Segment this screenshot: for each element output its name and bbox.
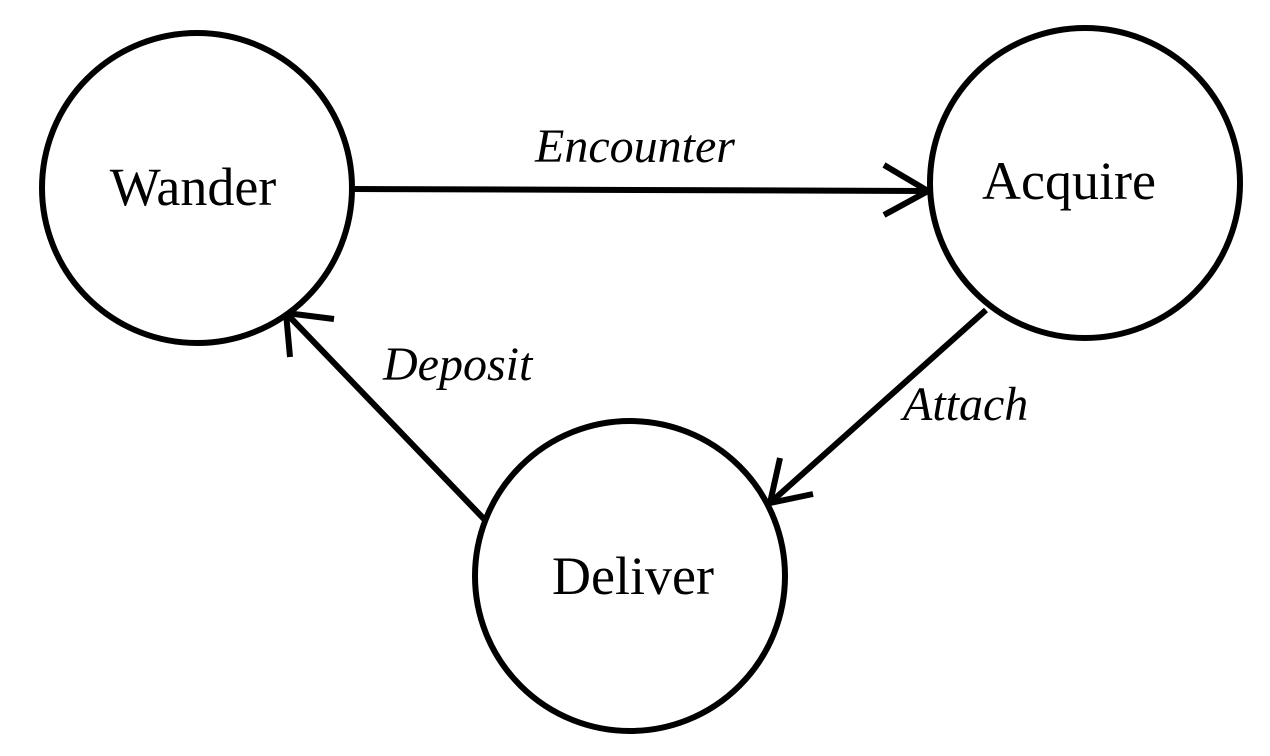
state-deliver-circle [472,418,788,734]
edge-attach-line [768,307,988,506]
edge-encounter-line [351,186,929,194]
edge-deposit: Deposit [282,309,534,522]
state-acquire-circle [927,25,1243,341]
edge-encounter-label: Encounter [534,120,735,173]
state-acquire: Acquire [927,25,1243,341]
state-wander-label: Wander [110,157,277,217]
edge-deposit-line [283,310,487,522]
edge-attach-label: Attach [900,378,1028,431]
edge-deposit-label: Deposit [382,338,534,391]
state-wander: Wander [39,30,355,346]
state-acquire-label: Acquire [982,151,1156,211]
state-deliver: Deliver [472,418,788,734]
state-wander-circle [39,30,355,346]
state-deliver-label: Deliver [552,546,714,606]
edge-attach: Attach [766,307,1028,507]
edge-encounter: Encounter [351,120,935,218]
